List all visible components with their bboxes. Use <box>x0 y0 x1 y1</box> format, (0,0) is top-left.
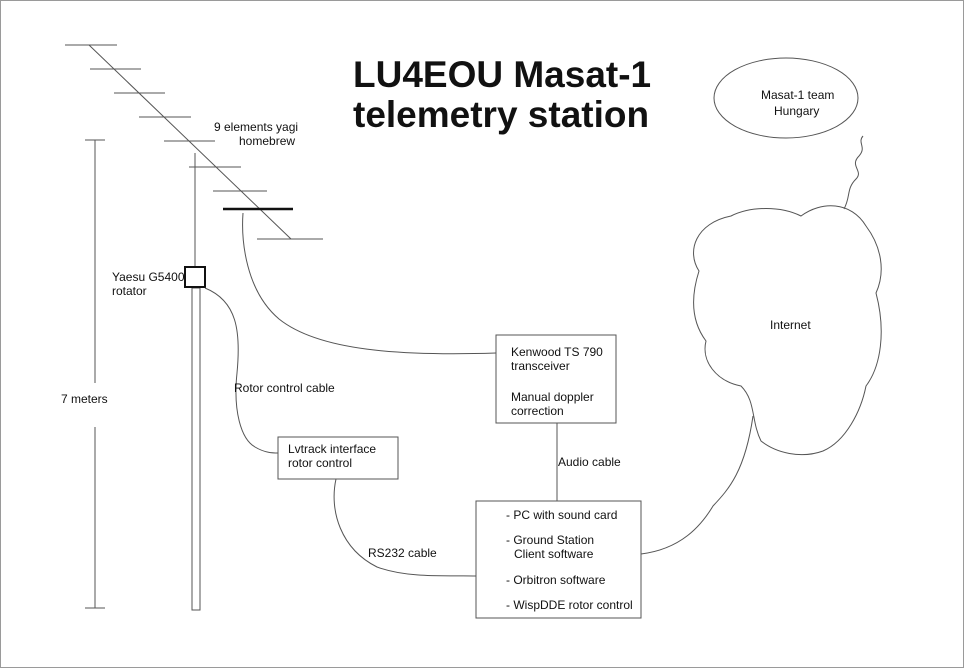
team-label-line-2: Hungary <box>774 104 819 118</box>
transceiver-label-line-4: correction <box>511 404 564 418</box>
team-ellipse <box>713 57 859 139</box>
yagi-antenna <box>65 44 323 240</box>
rotator-box <box>184 266 206 288</box>
pc-item-sound-card: - PC with sound card <box>506 508 617 522</box>
rotator-label-line-1: Yaesu G5400 <box>112 270 185 284</box>
lvtrack-label-line-1: Lvtrack interface <box>288 442 376 456</box>
transceiver-label-line-3: Manual doppler <box>511 390 594 404</box>
rs232-cable <box>333 478 477 577</box>
pc-item-orbitron: - Orbitron software <box>506 573 606 587</box>
title-line-2: telemetry station <box>353 94 649 135</box>
rs232-label: RS232 cable <box>368 546 437 560</box>
lvtrack-label-line-2: rotor control <box>288 456 352 470</box>
title-line-1: LU4EOU Masat-1 <box>353 54 651 95</box>
pc-item-wispdde: - WispDDE rotor control <box>506 598 633 612</box>
rotor-cable-label: Rotor control cable <box>234 381 335 395</box>
internet-cloud <box>693 205 882 456</box>
transceiver-box <box>495 334 617 424</box>
antenna-label-line-1: 9 elements yagi <box>214 120 298 134</box>
audio-cable-label: Audio cable <box>558 455 621 469</box>
height-label: 7 meters <box>61 392 108 406</box>
pc-item-ground-station: - Ground Station <box>506 533 594 547</box>
rotor-control-cable <box>204 287 279 454</box>
team-label-line-1: Masat-1 team <box>761 88 834 102</box>
rotator-label-line-2: rotator <box>112 284 147 298</box>
internet-label: Internet <box>770 318 811 332</box>
pc-box <box>475 500 642 619</box>
transceiver-label-line-2: transceiver <box>511 359 570 373</box>
lvtrack-interface-box <box>277 436 399 480</box>
transceiver-label-line-1: Kenwood TS 790 <box>511 345 603 359</box>
mast-lower <box>191 287 201 611</box>
team-link-squiggle <box>843 135 864 210</box>
antenna-coax-cable <box>242 212 497 355</box>
height-dimension <box>85 139 105 609</box>
antenna-label-line-2: homebrew <box>239 134 295 148</box>
pc-item-client-software: Client software <box>514 547 594 561</box>
antenna-boom <box>88 44 292 240</box>
pc-internet-cable <box>640 415 754 555</box>
